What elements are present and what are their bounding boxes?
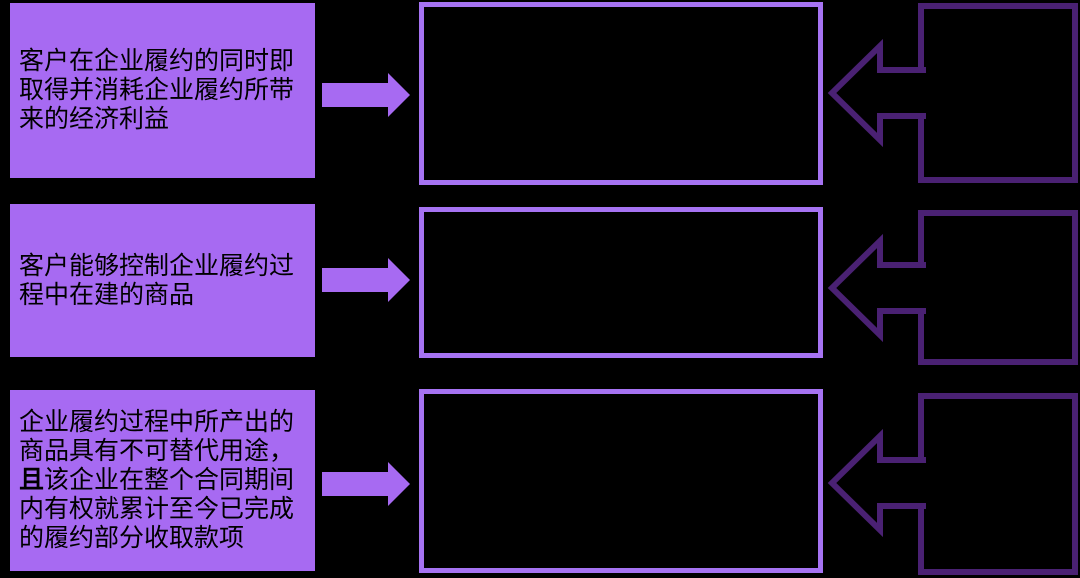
right-panel <box>827 210 1078 365</box>
criterion-text: 企业履约过程中所产出的商品具有不可替代用途，且该企业在整个合同期间内有权就累计至… <box>10 408 315 553</box>
flow-arrow-left-icon <box>827 428 926 538</box>
criterion-text-bold: 且 <box>19 466 45 494</box>
flow-arrow-right-icon <box>322 258 410 302</box>
criterion-text-part1: 客户在企业履约的同时即取得并消耗企业履约所带来的经济利益 <box>19 47 295 133</box>
criterion-text-part1: 企业履约过程中所产出的商品具有不可替代用途， <box>19 408 295 465</box>
right-empty-box <box>918 3 1078 183</box>
right-empty-box <box>918 210 1078 365</box>
criterion-text: 客户在企业履约的同时即取得并消耗企业履约所带来的经济利益 <box>10 47 315 134</box>
criterion-text: 客户能够控制企业履约过程中在建的商品 <box>10 252 315 310</box>
left-criterion-box: 客户能够控制企业履约过程中在建的商品 <box>10 204 315 357</box>
left-criterion-box: 客户在企业履约的同时即取得并消耗企业履约所带来的经济利益 <box>10 3 315 178</box>
criterion-text-part2: 该企业在整个合同期间内有权就累计至今已完成的履约部分收取款项 <box>19 466 295 552</box>
middle-empty-box <box>419 207 823 358</box>
flow-arrow-left-icon <box>827 233 926 343</box>
right-panel <box>827 3 1078 183</box>
flow-arrow-left-icon <box>827 38 926 148</box>
left-criterion-box: 企业履约过程中所产出的商品具有不可替代用途，且该企业在整个合同期间内有权就累计至… <box>10 390 315 571</box>
middle-empty-box <box>419 2 823 185</box>
right-empty-box <box>918 393 1078 575</box>
flow-arrow-right-icon <box>322 73 410 117</box>
flow-arrow-right-icon <box>322 462 410 506</box>
criterion-text-part1: 客户能够控制企业履约过程中在建的商品 <box>19 251 295 309</box>
middle-empty-box <box>419 389 823 573</box>
right-panel <box>827 393 1078 575</box>
